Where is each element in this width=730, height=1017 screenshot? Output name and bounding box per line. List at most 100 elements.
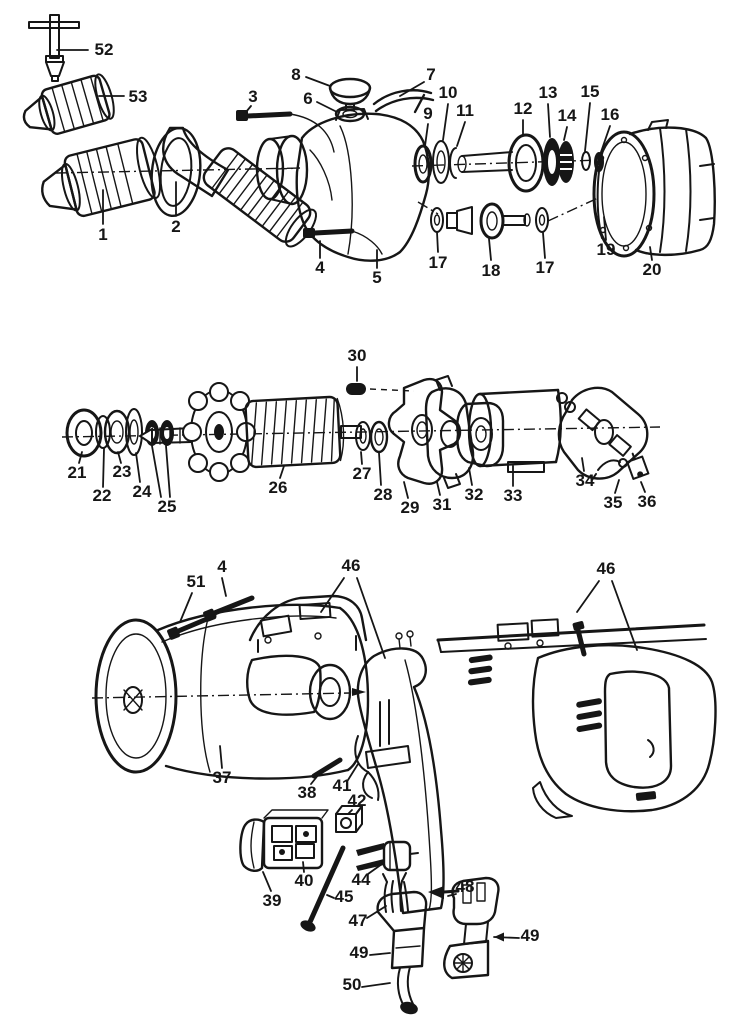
callout-label: 10: [439, 83, 458, 102]
washers-27-28-drawing: [355, 420, 389, 454]
countershaft-axis-line: [547, 197, 599, 222]
callout-5: 5: [372, 249, 382, 287]
callout-48: 48: [447, 877, 474, 897]
callout-11: 11: [456, 101, 474, 147]
callout-label: 27: [353, 464, 372, 483]
callout-17-right: 17: [536, 232, 555, 277]
spindle-parts-drawing: [413, 140, 513, 184]
screw-4-top-drawing: [303, 228, 383, 255]
countershaft-drawing: [430, 202, 549, 240]
callout-label: 46: [597, 559, 616, 578]
callout-26: 26: [269, 465, 287, 497]
chuck-key-drawing: [28, 14, 80, 82]
callout-40: 40: [295, 861, 314, 890]
spring-clip-drawing: [372, 89, 435, 114]
cord-protector-left-drawing: [376, 872, 428, 1015]
callout-label: 11: [456, 101, 474, 120]
callout-label: 32: [465, 485, 484, 504]
callout-label: 2: [171, 217, 180, 236]
left-handle-half-drawing: [356, 630, 445, 915]
callout-27: 27: [353, 451, 372, 483]
callout-52: 52: [56, 40, 114, 59]
callout-19: 19: [597, 216, 615, 259]
callout-label: 46: [342, 556, 361, 575]
chuck-1-drawing: [41, 136, 162, 218]
case-screws-drawing: [167, 595, 255, 640]
callout-37: 37: [213, 745, 232, 787]
callout-8: 8: [291, 65, 331, 87]
callout-label: 25: [158, 497, 177, 516]
callout-45: 45: [326, 887, 353, 906]
axis-link-line: [417, 201, 439, 215]
nut-42-drawing: [335, 805, 363, 833]
callout-33: 33: [504, 465, 522, 505]
callout-label: 49: [521, 926, 540, 945]
callout-1: 1: [98, 189, 108, 244]
callout-label: 16: [601, 105, 620, 124]
callout-label: 5: [372, 268, 381, 287]
callout-label: 35: [604, 493, 623, 512]
callout-label: 1: [98, 225, 107, 244]
callout-label: 7: [426, 65, 435, 84]
cord-protector-right-drawing: [443, 876, 500, 980]
callout-label: 36: [638, 492, 657, 511]
callout-label: 20: [643, 260, 662, 279]
callout-49-left: 49: [350, 943, 391, 962]
screw-45-drawing: [300, 845, 346, 932]
callout-35: 35: [604, 479, 623, 512]
armature-assembly: [61, 375, 661, 489]
callout-label: 38: [298, 783, 317, 802]
callout-label: 50: [343, 975, 362, 994]
callout-label: 22: [93, 486, 112, 505]
callout-22: 22: [93, 448, 112, 505]
bearing-stack-drawing: [65, 408, 174, 458]
callout-53: 53: [98, 87, 147, 106]
callout-label: 12: [514, 99, 533, 118]
callout-label: 9: [423, 104, 432, 123]
callout-39: 39: [262, 871, 281, 910]
callout-label: 24: [133, 482, 152, 501]
callout-49-right: 49: [493, 926, 540, 945]
callout-10: 10: [439, 83, 458, 141]
callout-28: 28: [374, 452, 392, 504]
callout-label: 17: [536, 258, 555, 277]
callout-20: 20: [643, 246, 662, 279]
callout-label: 29: [401, 498, 420, 517]
callout-label: 4: [315, 258, 325, 277]
callout-label: 13: [539, 83, 558, 102]
callout-label: 47: [349, 911, 368, 930]
callout-label: 6: [303, 89, 312, 108]
right-handle-half-drawing: [436, 618, 717, 819]
bearing-32-drawing: [456, 401, 505, 468]
callout-31: 31: [433, 481, 451, 514]
callout-4-bottom: 4: [217, 557, 227, 597]
pin-30-drawing: [346, 383, 415, 395]
callout-46-right: 46: [576, 559, 638, 651]
gear-case-cover-drawing: [592, 119, 716, 258]
callout-42: 42: [347, 791, 366, 815]
gear-housing-drawing: [255, 108, 431, 262]
callout-30: 30: [348, 346, 366, 382]
callout-label: 37: [213, 768, 232, 787]
callout-18: 18: [482, 238, 500, 280]
brush-plate-drawing: [557, 386, 649, 480]
callout-label: 4: [217, 557, 227, 576]
screw-3-drawing: [236, 110, 335, 153]
callout-4-top: 4: [315, 240, 325, 277]
cable-44-drawing: [356, 840, 419, 872]
callout-label: 40: [295, 871, 314, 890]
brush-cover-drawing: [248, 594, 368, 653]
chuck-and-gear-case-assembly: [22, 14, 716, 262]
callout-14: 14: [558, 106, 577, 141]
callout-label: 52: [95, 40, 114, 59]
callout-32: 32: [465, 467, 484, 504]
callout-label: 21: [68, 463, 87, 482]
callout-29: 29: [401, 481, 420, 517]
callout-7: 7: [399, 65, 436, 97]
vent-slots-left: [467, 654, 493, 686]
callout-46-left: 46: [320, 556, 386, 659]
callout-21: 21: [68, 451, 87, 482]
callout-41: 41: [333, 763, 359, 795]
